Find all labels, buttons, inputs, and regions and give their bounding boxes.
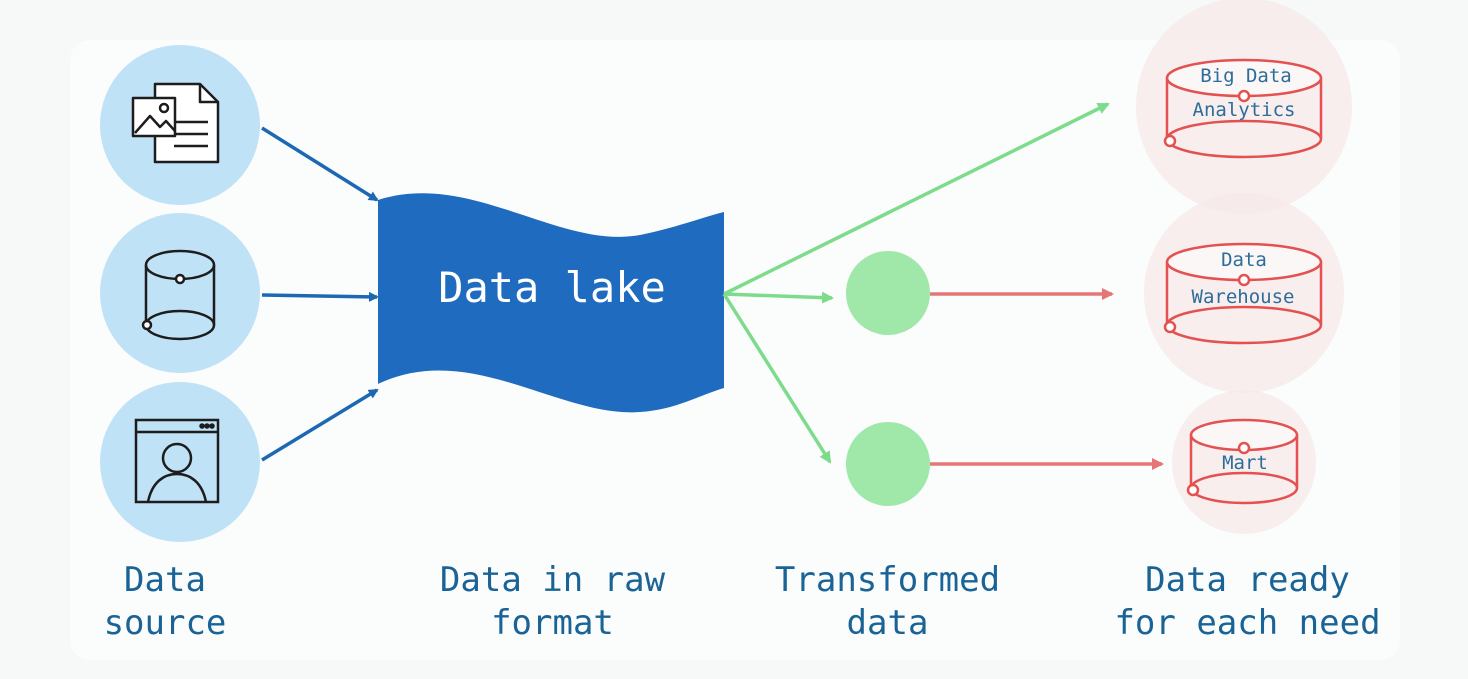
arrow-lake-to-transform-2 (722, 293, 832, 464)
big-data-label-line2: Analytics (1193, 99, 1296, 121)
caption-transformed-data: Transformed data (774, 560, 1001, 643)
arrow-source-1 (261, 126, 379, 202)
target-bg-analytics (1136, 0, 1352, 214)
source-circle-database (100, 213, 260, 373)
document-image-icon (131, 82, 220, 164)
data-lake-shape (378, 193, 724, 413)
arrow-lake-to-analytics (723, 102, 1110, 296)
caption-data-source: Data source (103, 560, 227, 643)
warehouse-label-line2: Warehouse (1192, 286, 1295, 308)
transformed-circle-1 (846, 251, 930, 335)
transformed-circle-2 (846, 422, 930, 506)
mart-label: Mart (1222, 452, 1268, 474)
warehouse-database-icon (1163, 242, 1323, 345)
big-data-label-line1: Big Data (1200, 65, 1292, 87)
big-data-database-icon (1163, 58, 1323, 159)
mart-database-icon (1186, 418, 1299, 505)
data-lake-label: Data lake (438, 263, 666, 312)
arrow-source-2 (261, 291, 379, 302)
target-bg-warehouse (1144, 193, 1344, 393)
database-icon (141, 249, 216, 341)
user-profile-icon (134, 418, 220, 504)
caption-data-ready: Data ready for each need (1114, 560, 1381, 643)
warehouse-label-line1: Data (1221, 249, 1267, 271)
source-circle-user (100, 382, 260, 542)
arrow-lake-to-transform-1 (723, 291, 834, 304)
caption-data-raw-format: Data in raw format (439, 560, 666, 643)
arrow-source-3 (261, 388, 379, 462)
